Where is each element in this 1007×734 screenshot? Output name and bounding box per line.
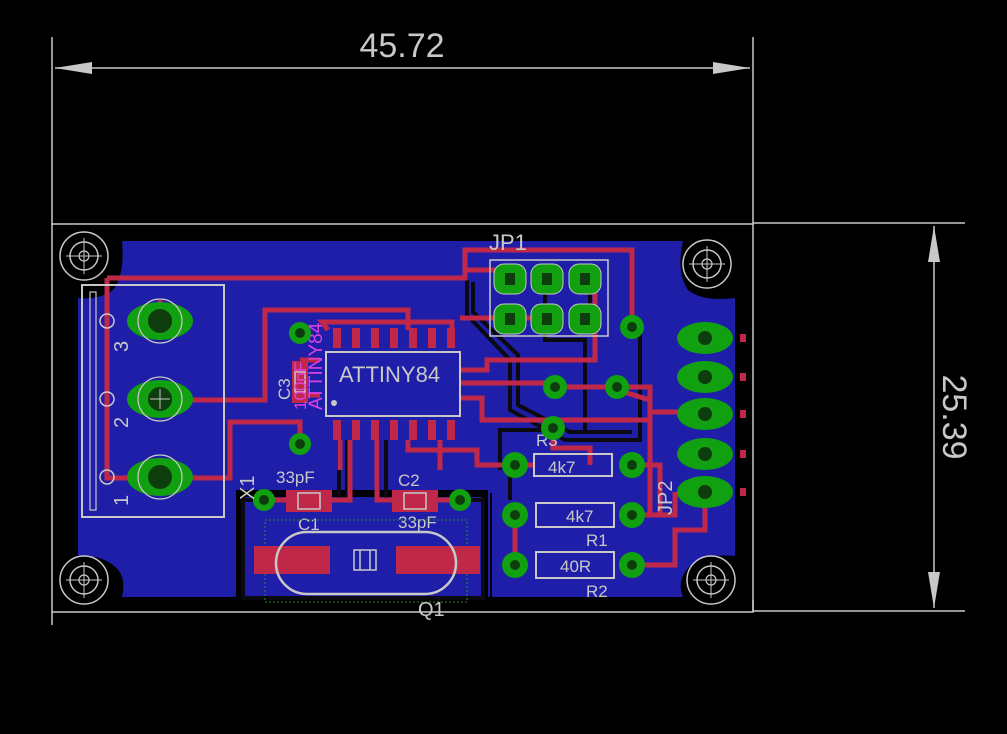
extra-pads	[541, 315, 644, 440]
c3-value-label: 100nF	[291, 362, 310, 410]
r1-value-label: 4k7	[566, 507, 593, 526]
resistor-r2[interactable]: 40R R2	[502, 551, 645, 601]
ic-value-label: ATTINY84	[339, 362, 440, 387]
ic-name-label: ATTINY84	[306, 322, 327, 410]
terminal-pin-label-1: 1	[111, 495, 133, 506]
terminal-outline	[81, 284, 225, 518]
mounting-hole	[682, 239, 732, 289]
jp1-name-label: JP1	[489, 230, 527, 255]
dimension-height-label: 25.39	[935, 374, 973, 459]
terminal-pad-3	[127, 298, 193, 344]
ic-attiny84[interactable]: ATTINY84 ATTINY84	[306, 322, 461, 440]
ic-body-outline	[325, 351, 461, 417]
q1-name-label: Q1	[418, 599, 445, 621]
capacitor-c3[interactable]: C3 100nF	[275, 322, 311, 455]
ic-pins	[333, 328, 455, 440]
mounting-hole	[686, 555, 736, 605]
jp2-name-label: JP2	[655, 481, 677, 515]
r1-name-label: R1	[586, 531, 608, 550]
mounting-hole	[59, 555, 109, 605]
c2-value-label: 33pF	[398, 513, 437, 532]
dimension-width-label: 45.72	[359, 27, 444, 65]
mounting-holes	[59, 231, 736, 605]
r2-name-label: R2	[586, 582, 608, 601]
screw-terminal[interactable]: 3 2 1	[81, 284, 225, 518]
r3-value-label: 4k7	[548, 458, 575, 477]
header-jp2[interactable]: JP2	[655, 322, 746, 515]
c3-name-label: C3	[275, 378, 294, 400]
terminal-pad-2	[127, 376, 193, 422]
c1-value-label: 33pF	[276, 468, 315, 487]
dimension-arrows	[55, 62, 940, 608]
terminal-pin-label-2: 2	[111, 417, 133, 428]
resistor-r1[interactable]: 4k7 R1	[502, 502, 645, 550]
board-outline	[51, 223, 754, 613]
r2-value-label: 40R	[560, 557, 591, 576]
resistor-r3[interactable]: 4k7 R3	[502, 431, 645, 478]
mounting-hole	[59, 231, 109, 281]
x1-name-label: X1	[237, 476, 259, 500]
header-jp1[interactable]: JP1	[489, 230, 609, 337]
capacitor-c2[interactable]: C2 33pF	[392, 471, 471, 532]
c2-name-label: C2	[398, 471, 420, 490]
terminal-pin-label-3: 3	[111, 341, 133, 352]
crystal-q1[interactable]: Q1	[254, 519, 480, 621]
terminal-pad-1	[127, 454, 193, 500]
dimension-lines	[51, 37, 965, 625]
